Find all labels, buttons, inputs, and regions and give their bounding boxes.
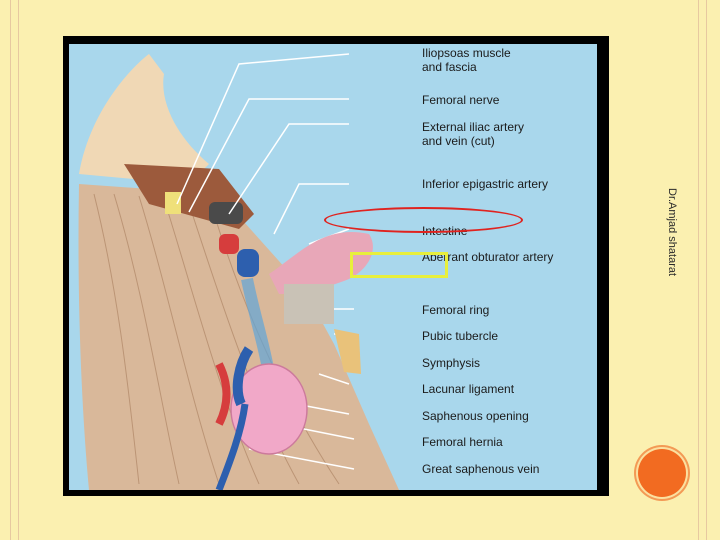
- label-external-iliac: External iliac artery and vein (cut): [422, 120, 525, 148]
- label-symphysis: Symphysis: [422, 356, 481, 370]
- slide-margin-line: [698, 0, 699, 540]
- slide-margin-line: [18, 0, 19, 540]
- anatomy-illustration: [78, 53, 400, 490]
- saphenous-vein-lower: [215, 403, 249, 490]
- label-femoral-nerve: Femoral nerve: [422, 93, 500, 107]
- pubic-tubercle: [334, 329, 361, 374]
- slide-margin-line: [706, 0, 707, 540]
- label-pubic-tubercle: Pubic tubercle: [422, 329, 499, 343]
- femoral-hernia-sac: [230, 363, 308, 455]
- label-great-saphenous-vein: Great saphenous vein: [422, 462, 540, 476]
- label-aberrant-obturator: Aberrant obturator artery: [422, 250, 554, 264]
- anatomy-figure: Iliopsoas muscle and fascia Femoral nerv…: [69, 44, 597, 490]
- artery-section: [219, 234, 239, 254]
- slide-margin-line: [10, 0, 11, 540]
- intestine: [269, 232, 373, 294]
- label-femoral-ring: Femoral ring: [422, 303, 490, 317]
- label-saphenous-opening: Saphenous opening: [422, 409, 529, 423]
- label-iliopsoas: Iliopsoas muscle and fascia: [422, 46, 511, 74]
- thigh-fascia: [78, 184, 400, 490]
- label-femoral-hernia: Femoral hernia: [422, 435, 503, 449]
- skin-flap: [79, 54, 209, 184]
- highlight-ring-aberrant-obturator: [324, 207, 523, 233]
- slide-accent-dot: [638, 449, 686, 497]
- femoral-artery: [215, 362, 231, 426]
- vein-section: [237, 249, 259, 277]
- label-inferior-epigastric: Inferior epigastric artery: [422, 177, 549, 191]
- femoral-nerve-cut: [165, 192, 181, 214]
- highlight-box-femoral-ring: [350, 252, 448, 278]
- femoral-ring-area: [284, 284, 334, 324]
- great-saphenous-vein: [232, 346, 254, 407]
- external-iliac-vessels-cut: [209, 202, 243, 224]
- author-credit: Dr.Amjad shatarat: [666, 188, 678, 277]
- label-lacunar-ligament: Lacunar ligament: [422, 382, 515, 396]
